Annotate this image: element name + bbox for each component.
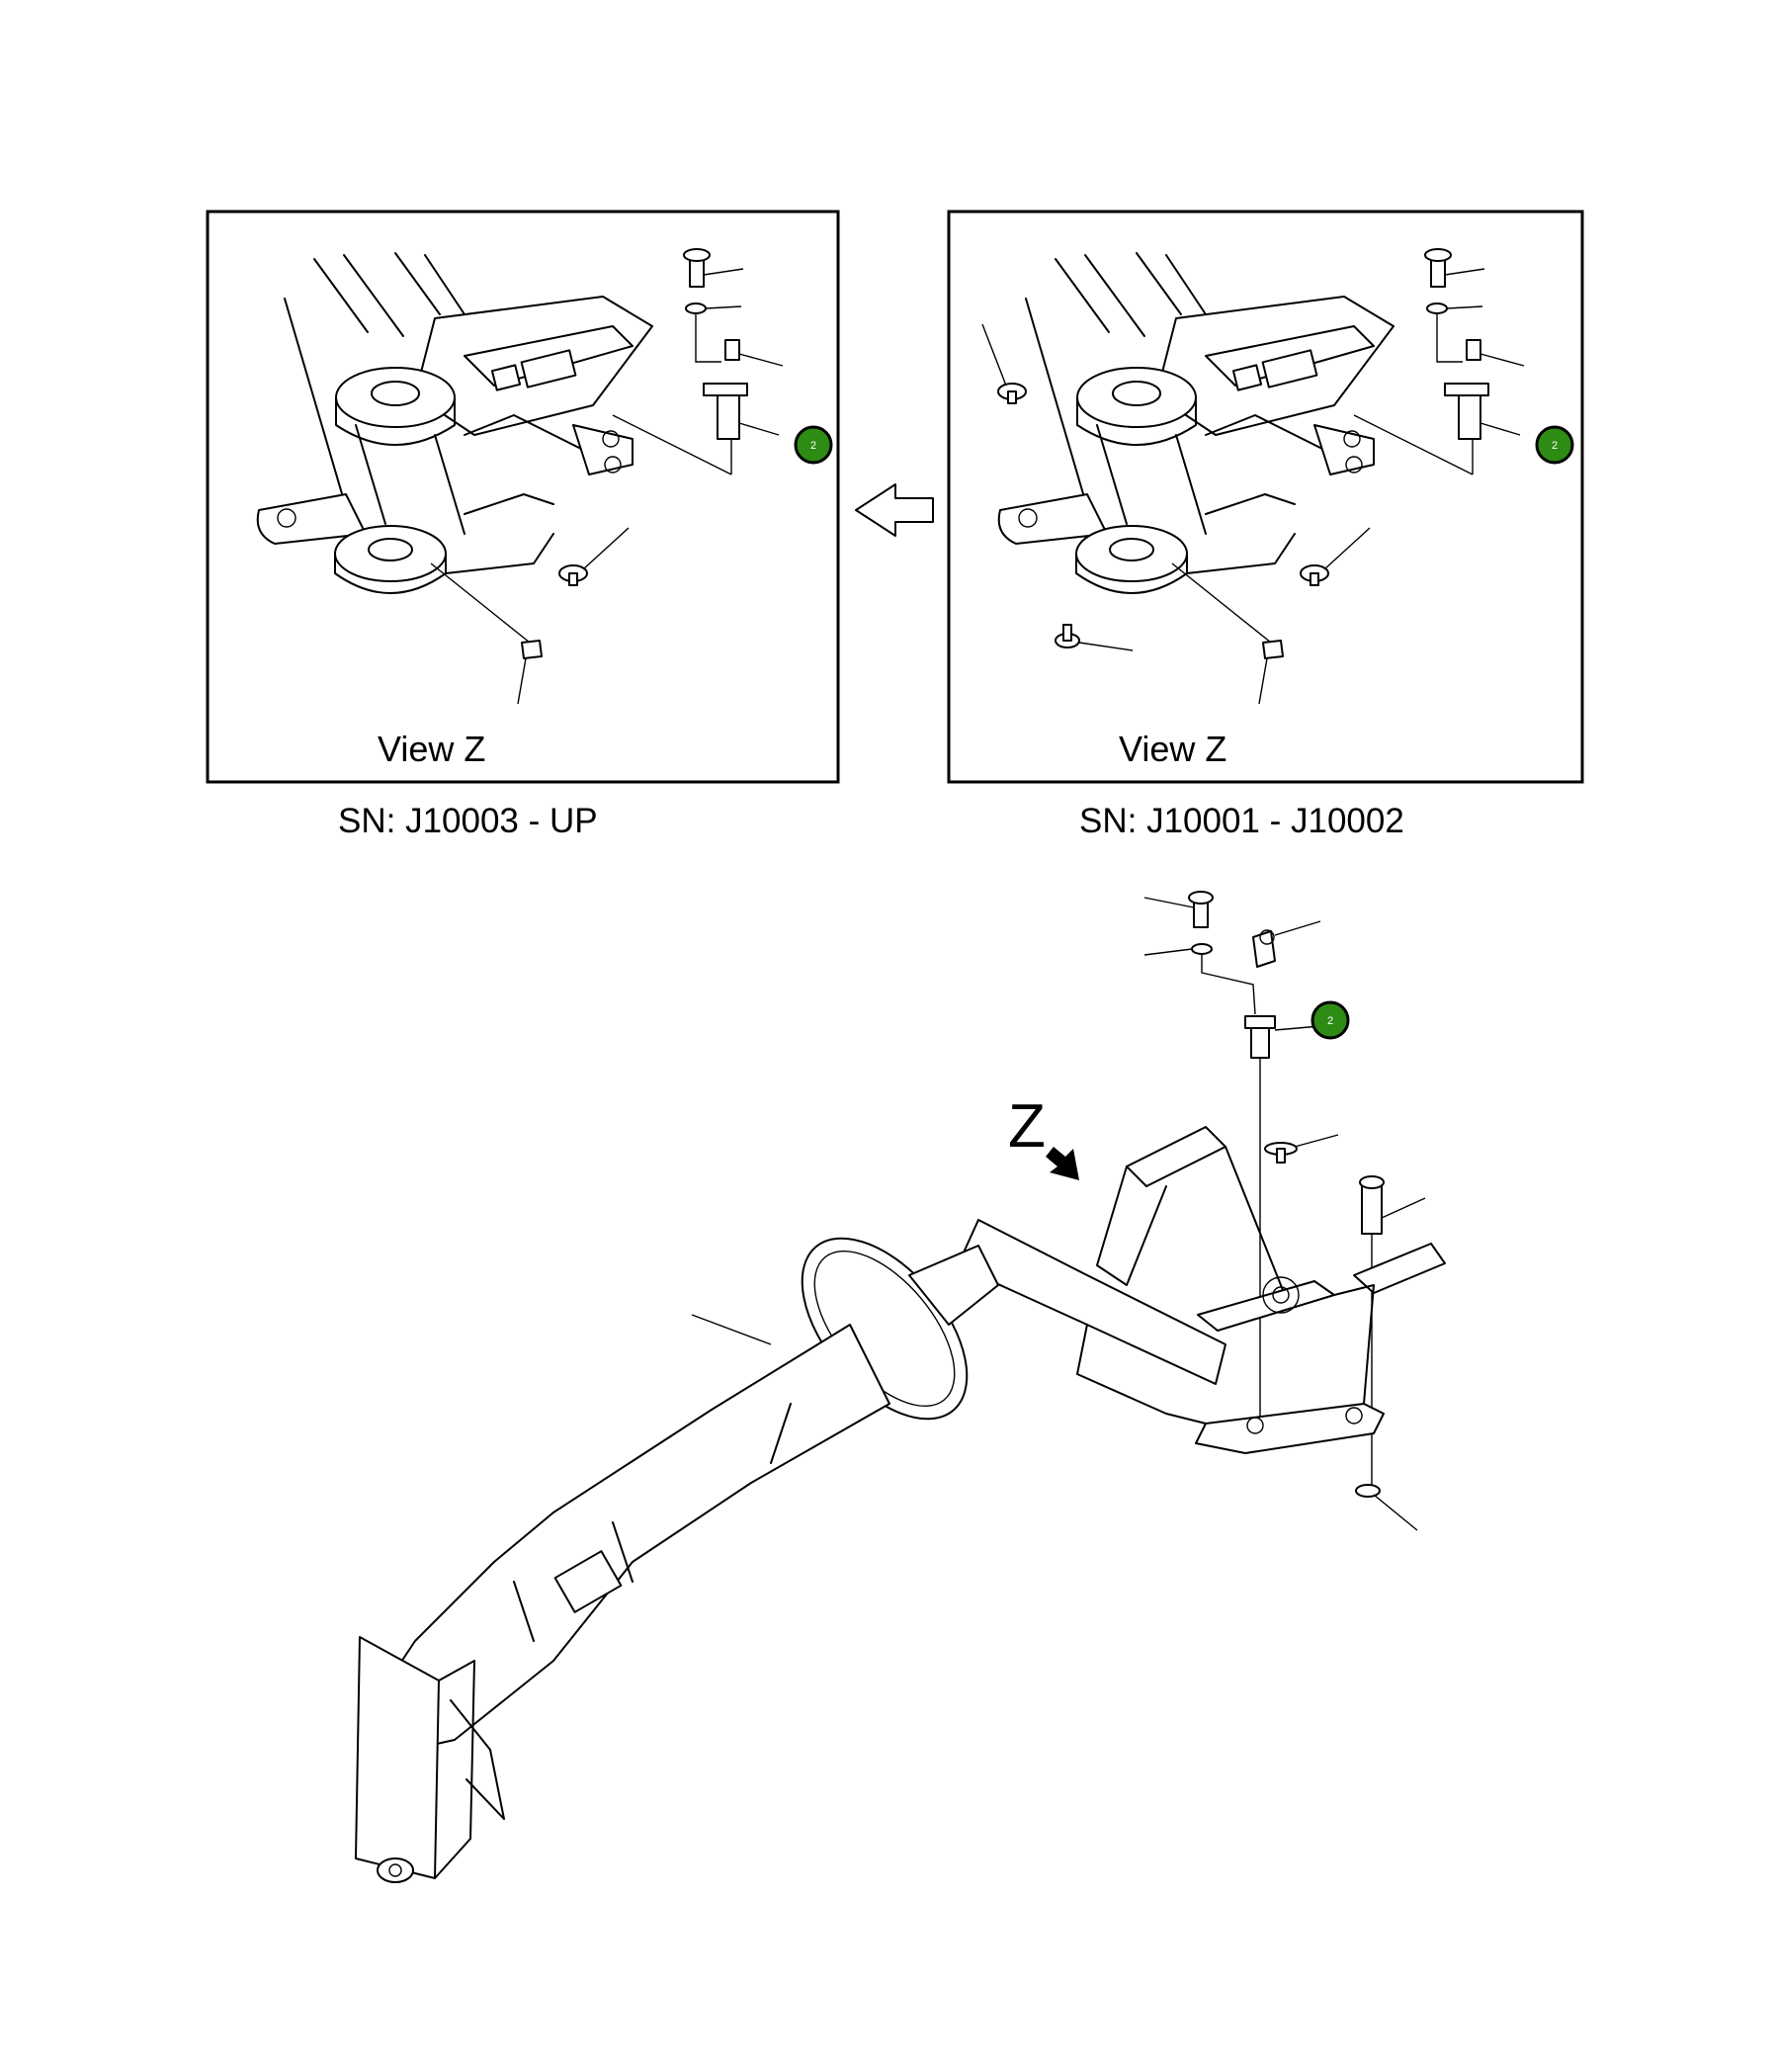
serial-range-left: SN: J10003 - UP (338, 802, 598, 840)
svg-text:2: 2 (810, 440, 816, 452)
view-z-label-right: View Z (1119, 729, 1226, 769)
callout-2-right[interactable]: 2 (1535, 425, 1574, 465)
left-arrow-icon (855, 483, 934, 537)
detail-frame-right (947, 210, 1584, 784)
callout-2-left[interactable]: 2 (794, 425, 833, 465)
svg-text:2: 2 (1327, 1015, 1333, 1027)
detail-view-right: 2 View Z SN: J10001 - J10002 (947, 210, 1584, 840)
view-z-label-left: View Z (378, 729, 485, 769)
view-z-arrow-icon (1046, 1147, 1079, 1180)
frame-assembly-left (256, 248, 784, 705)
frame-assembly-right (981, 248, 1525, 705)
callout-2-main[interactable]: 2 (1310, 1000, 1350, 1040)
main-assembly: Z (355, 891, 1446, 1883)
svg-text:2: 2 (1552, 440, 1558, 452)
exploded-parts (1143, 891, 1426, 1531)
view-z-marker: Z (1008, 1092, 1046, 1161)
detail-frame-left (206, 210, 840, 784)
chassis-frame (355, 1126, 1446, 1883)
serial-range-right: SN: J10001 - J10002 (1079, 802, 1404, 840)
detail-view-left: 2 View Z SN: J10003 - UP (206, 210, 840, 840)
